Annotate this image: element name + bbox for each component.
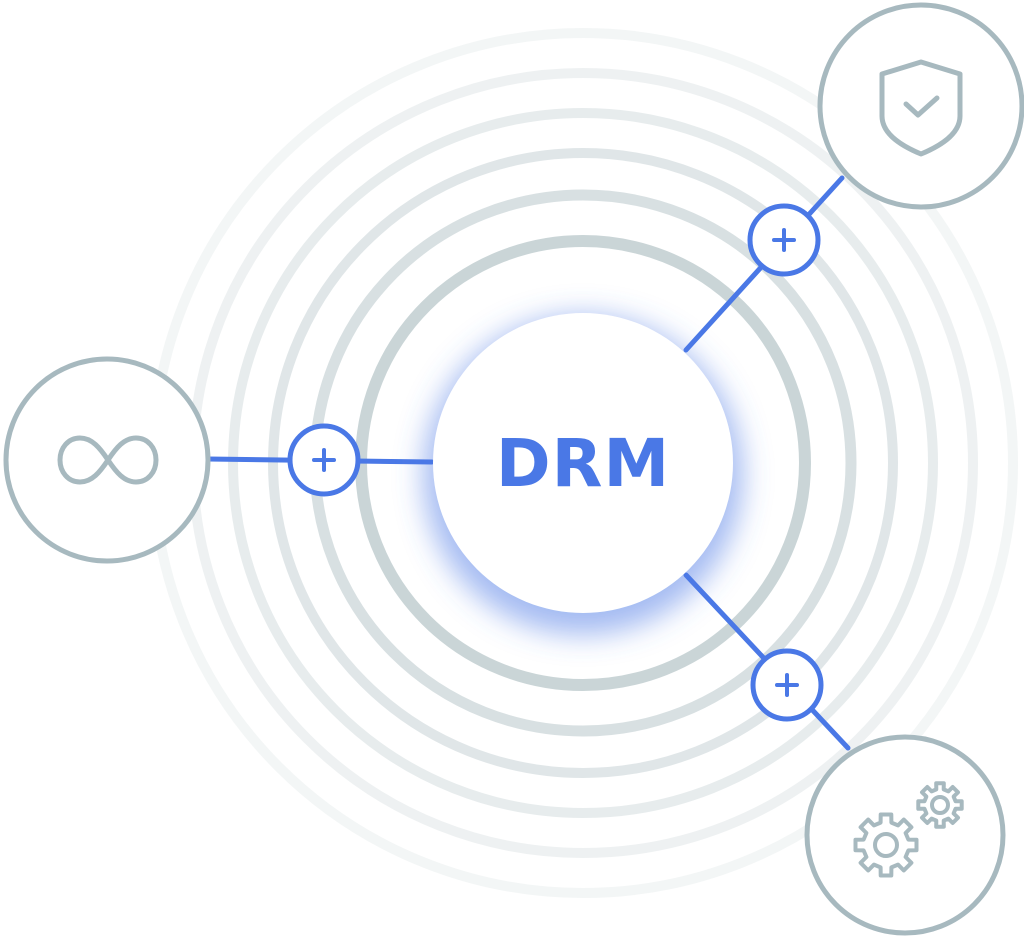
center-circle bbox=[433, 313, 733, 613]
plus-icon bbox=[775, 673, 799, 697]
gear-small-icon bbox=[916, 781, 964, 829]
infinity-icon bbox=[57, 435, 159, 485]
node-unlimited[interactable] bbox=[3, 356, 211, 564]
plus-connector-settings[interactable] bbox=[750, 648, 824, 722]
node-settings[interactable] bbox=[804, 734, 1006, 936]
gears-icon bbox=[853, 781, 964, 878]
plus-icon bbox=[312, 448, 336, 472]
shield-check-icon bbox=[879, 59, 963, 157]
ring bbox=[228, 108, 938, 818]
plus-connector-unlimited[interactable] bbox=[287, 423, 361, 497]
gear-large-icon bbox=[853, 812, 919, 878]
plus-icon bbox=[772, 228, 796, 252]
ring bbox=[268, 148, 898, 778]
plus-connector-security[interactable] bbox=[747, 203, 821, 277]
node-security[interactable] bbox=[817, 2, 1024, 210]
node-circle bbox=[817, 2, 1024, 210]
